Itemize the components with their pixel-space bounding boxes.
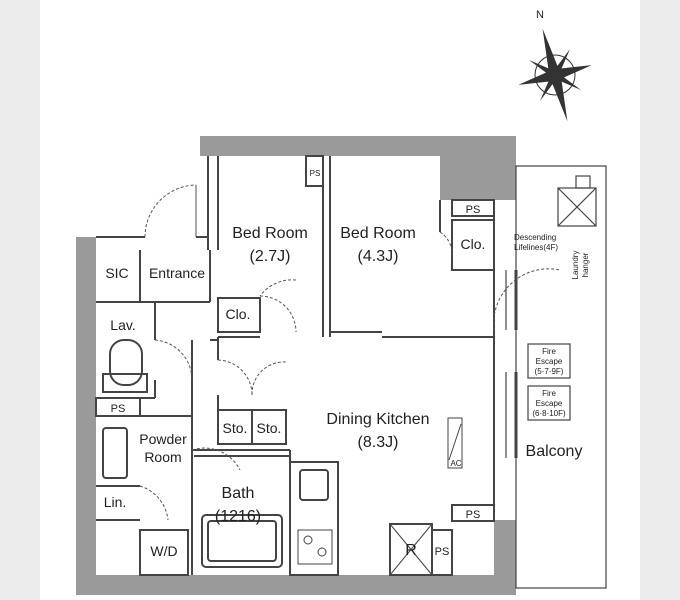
powder-room-line1: Powder [139,431,187,447]
structural-walls [76,136,516,595]
entrance-label: Entrance [149,265,205,281]
balcony-label: Balcony [526,443,583,460]
bed-room-1-name: Bed Room [232,225,308,242]
laundry-hanger-line1: Laundry [571,251,580,280]
dining-kitchen-size: (8.3J) [358,434,399,451]
fire-escape-b-floors: (6·8·10F) [532,409,566,418]
bed-room-2-name: Bed Room [340,225,416,242]
clo-label-bedroom2: Clo. [461,236,486,252]
bath-name: Bath [222,485,255,502]
bed-room-1-size: (2.7J) [250,248,291,265]
sic-label: SIC [105,265,128,281]
sto-label-1: Sto. [223,420,248,436]
fire-escape-b-line2: Escape [536,399,563,408]
refrigerator-label: R [405,542,417,559]
fire-escape-a-line2: Escape [536,357,563,366]
compass-north-label: N [536,9,544,21]
interior-walls [95,155,495,576]
descending-lifelines-line1: Descending [514,233,556,242]
door-swings [139,184,561,521]
powder-room-line2: Room [144,449,181,465]
ps-label-lav: PS [111,403,126,415]
ac-label: AC [450,459,461,468]
lav-label: Lav. [110,317,135,333]
wd-label: W/D [150,543,177,559]
stove-icon [297,529,333,565]
ps-label-top: PS [310,169,321,178]
ps-label-fridge: PS [435,546,450,558]
dining-kitchen-name: Dining Kitchen [326,411,429,428]
sto-label-2: Sto. [257,420,282,436]
lin-label: Lin. [104,494,127,510]
balcony-area [505,165,607,589]
clo-label-bedroom1: Clo. [226,306,251,322]
ps-label-bedroom2: PS [466,204,481,216]
north-arrow-icon [518,28,592,122]
descending-lifelines-line2: Lifelines(4F) [514,243,558,252]
ps-label-kitchen: PS [466,509,481,521]
laundry-hanger-line2: hanger [581,252,590,277]
bath-size: (1216) [215,508,261,525]
fire-escape-b-line1: Fire [542,389,556,398]
fire-escape-a-floors: (5·7·9F) [535,367,564,376]
bed-room-2-size: (4.3J) [358,248,399,265]
fire-escape-a-line1: Fire [542,347,556,356]
ac-unit [447,417,463,469]
